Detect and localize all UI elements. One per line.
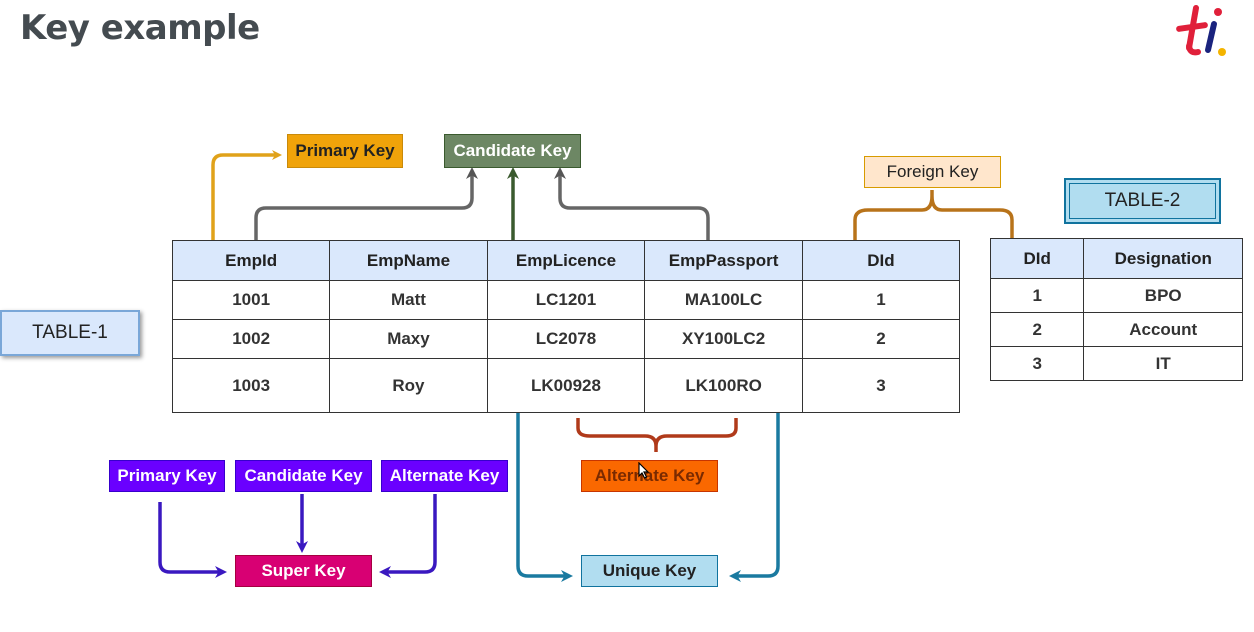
brand-logo <box>1176 5 1226 56</box>
table1-cell: 1003 <box>171 358 331 413</box>
table2-cell: BPO <box>1083 278 1243 313</box>
emplicence-to-unique-key-connector <box>516 408 573 582</box>
table2-cell: 3 <box>989 346 1085 381</box>
table1: EmpId EmpName EmpLicence EmpPassport DId… <box>171 240 961 413</box>
table2-cell: IT <box>1083 346 1243 381</box>
table-row: 1001 Matt LC1201 MA100LC 1 <box>171 280 961 320</box>
candidate-key-label-top: Candidate Key <box>444 134 581 168</box>
table1-cell: 1002 <box>171 319 331 359</box>
alternate-key-label-bottom: Alternate Key <box>381 460 508 492</box>
empid-to-primary-key-connector <box>211 150 282 240</box>
mouse-cursor-icon <box>638 462 650 479</box>
alternate-key-to-super-key-connector <box>379 494 437 578</box>
table-row: 1 BPO <box>989 278 1243 313</box>
table2: DId Designation 1 BPO 2 Account 3 IT <box>989 238 1243 381</box>
table2-header-cell: Designation <box>1083 238 1243 279</box>
table1-label: TABLE-1 <box>0 310 140 356</box>
table1-cell: 1001 <box>171 280 331 320</box>
table2-header-cell: DId <box>989 238 1085 279</box>
table1-cell: LC1201 <box>486 280 646 320</box>
table1-cell: LK00928 <box>486 358 646 413</box>
empid-to-candidate-key-connector <box>254 167 478 240</box>
page-title: Key example <box>20 8 260 48</box>
table1-header-cell: DId <box>801 240 961 281</box>
foreign-key-brace <box>853 190 1014 240</box>
emppassport-to-candidate-key-connector <box>554 167 710 240</box>
table1-cell: MA100LC <box>644 280 803 320</box>
table1-header-cell: EmpPassport <box>644 240 803 281</box>
unique-key-label: Unique Key <box>581 555 718 587</box>
table1-cell: 2 <box>801 319 961 359</box>
alternate-key-brace <box>576 418 738 452</box>
table1-header-cell: EmpId <box>171 240 331 281</box>
table1-cell: Roy <box>329 358 488 413</box>
table1-header-cell: EmpName <box>329 240 488 281</box>
table-row: 3 IT <box>989 346 1243 381</box>
primary-key-label-top: Primary Key <box>287 134 403 168</box>
alternate-key-label-mid: Alternate Key <box>581 460 718 492</box>
table2-cell: 2 <box>989 312 1085 347</box>
foreign-key-label: Foreign Key <box>864 156 1001 188</box>
table1-cell: Maxy <box>329 319 488 359</box>
candidate-key-label-bottom: Candidate Key <box>235 460 372 492</box>
emppassport-to-unique-key-connector <box>729 412 780 582</box>
primary-key-to-super-key-connector <box>158 502 227 578</box>
table1-cell: 1 <box>801 280 961 320</box>
table2-cell: 1 <box>989 278 1085 313</box>
table-row: 1003 Roy LK00928 LK100RO 3 <box>171 358 961 413</box>
table1-cell: Matt <box>329 280 488 320</box>
table1-cell: LK100RO <box>644 358 803 413</box>
table1-cell: LC2078 <box>486 319 646 359</box>
super-key-label: Super Key <box>235 555 372 587</box>
table1-cell: 3 <box>801 358 961 413</box>
table2-label: TABLE-2 <box>1064 178 1221 224</box>
table2-cell: Account <box>1083 312 1243 347</box>
table1-header-cell: EmpLicence <box>486 240 646 281</box>
table1-cell: XY100LC2 <box>644 319 803 359</box>
table-row: 2 Account <box>989 312 1243 347</box>
primary-key-label-bottom: Primary Key <box>109 460 225 492</box>
table-row: 1002 Maxy LC2078 XY100LC2 2 <box>171 319 961 359</box>
